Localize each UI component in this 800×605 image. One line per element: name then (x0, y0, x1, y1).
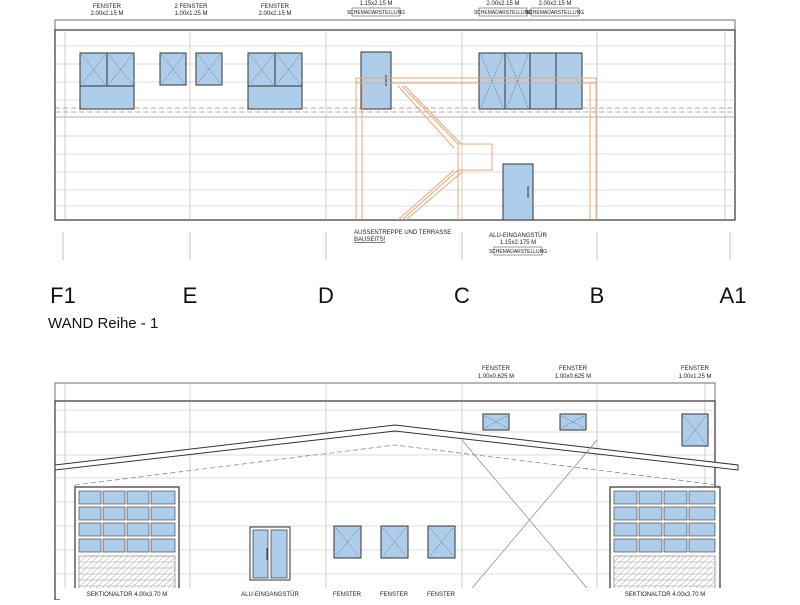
axis-label-d: D (318, 283, 334, 308)
label-fenster-2-size: 1.00x0.625 M (555, 374, 591, 380)
label-fenster-b: 2 FENSTER (174, 4, 208, 10)
label-window-top-2-size: 2.00x2.15 M (538, 1, 571, 7)
window-group-bc (478, 52, 583, 110)
label-fenster-c: FENSTER (261, 4, 290, 10)
sectional-door-left (74, 486, 180, 601)
floor-dashed-line (55, 107, 735, 113)
axis-label-b: B (590, 283, 605, 308)
label-strip-2 (54, 382, 716, 402)
label-strip (54, 19, 736, 31)
label-fenster-b1: FENSTER (333, 592, 362, 598)
label-tor-right: SEKTIONALTOR 4.00x3.70 M (625, 592, 705, 598)
elevation-1: FENSTER 2.00x2.15 M 2 FENSTER 1.00x1.25 … (48, 1, 746, 332)
label-fenster-a: FENSTER (93, 4, 122, 10)
window-e-right (195, 52, 223, 86)
labels-2: FENSTER 1.00x0.625 M FENSTER 1.00x0.625 … (60, 366, 740, 600)
label-window-top-1-schema: SCHEMADARSTELLUNG (474, 10, 532, 16)
window-e-left (159, 52, 187, 86)
axis-ticks (62, 232, 731, 260)
label-tor-left: SEKTIONALTOR 4.00x3.70 M (87, 592, 167, 598)
label-fenster-c-size: 2.00x2.15 M (258, 11, 291, 17)
grid-lines-1 (64, 30, 726, 220)
label-fenster-b3: FENSTER (427, 592, 456, 598)
upper-window-3 (681, 413, 709, 447)
entrance-door (249, 526, 291, 581)
label-fenster-3: FENSTER (681, 366, 710, 372)
label-door-bottom-schema: SCHEMADARSTELLUNG (489, 249, 547, 255)
label-fenster-3-size: 1.00x1.25 M (678, 374, 711, 380)
axis-label-a1: A1 (720, 283, 747, 308)
label-fenster-2: FENSTER (559, 366, 588, 372)
window-f1 (79, 52, 135, 110)
label-stair-note: BAUSEITS! (354, 237, 386, 243)
label-door-bottom: ALU-EINGANGSTÜR (489, 232, 547, 239)
door-lower (502, 163, 534, 221)
external-stair (355, 77, 597, 221)
label-fenster-b-size: 1.00x1.25 M (174, 11, 207, 17)
lower-window-3 (427, 525, 456, 559)
label-stair: AUSSENTREPPE UND TERRASSE (354, 230, 451, 236)
label-door-top-schema: SCHEMADARSTELLUNG (347, 10, 405, 16)
axis-label-c: C (454, 283, 470, 308)
label-door-top-size: 1.15x2.15 M (359, 1, 392, 7)
upper-window-2 (559, 413, 587, 431)
lower-window-1 (333, 525, 362, 559)
label-door: ALU-EINGANGSTÜR (241, 591, 299, 598)
label-fenster-1-size: 1.00x0.625 M (478, 374, 514, 380)
label-window-top-2-schema: SCHEMADARSTELLUNG (526, 10, 584, 16)
label-fenster-a-size: 2.00x2.15 M (90, 11, 123, 17)
sectional-door-right (609, 486, 721, 601)
label-strip-dividers (64, 383, 706, 401)
door-upper (360, 51, 392, 110)
cross-brace (461, 439, 598, 601)
label-door-bottom-size: 1.15x2.175 M (500, 240, 536, 246)
label-fenster-1: FENSTER (482, 366, 511, 372)
label-fenster-b2: FENSTER (380, 592, 409, 598)
elevation-title: WAND Reihe - 1 (48, 315, 158, 332)
axis-label-f1: F1 (50, 283, 76, 308)
labels-1: FENSTER 2.00x2.15 M 2 FENSTER 1.00x1.25 … (90, 1, 584, 256)
axis-label-e: E (183, 283, 198, 308)
upper-window-1 (482, 413, 510, 431)
elevation-2: FENSTER 1.00x0.625 M FENSTER 1.00x0.625 … (54, 366, 740, 601)
lower-window-2 (380, 525, 409, 559)
window-d (247, 52, 303, 110)
facade-1 (54, 29, 736, 221)
label-window-top-1-size: 2.00x2.15 M (486, 1, 519, 7)
